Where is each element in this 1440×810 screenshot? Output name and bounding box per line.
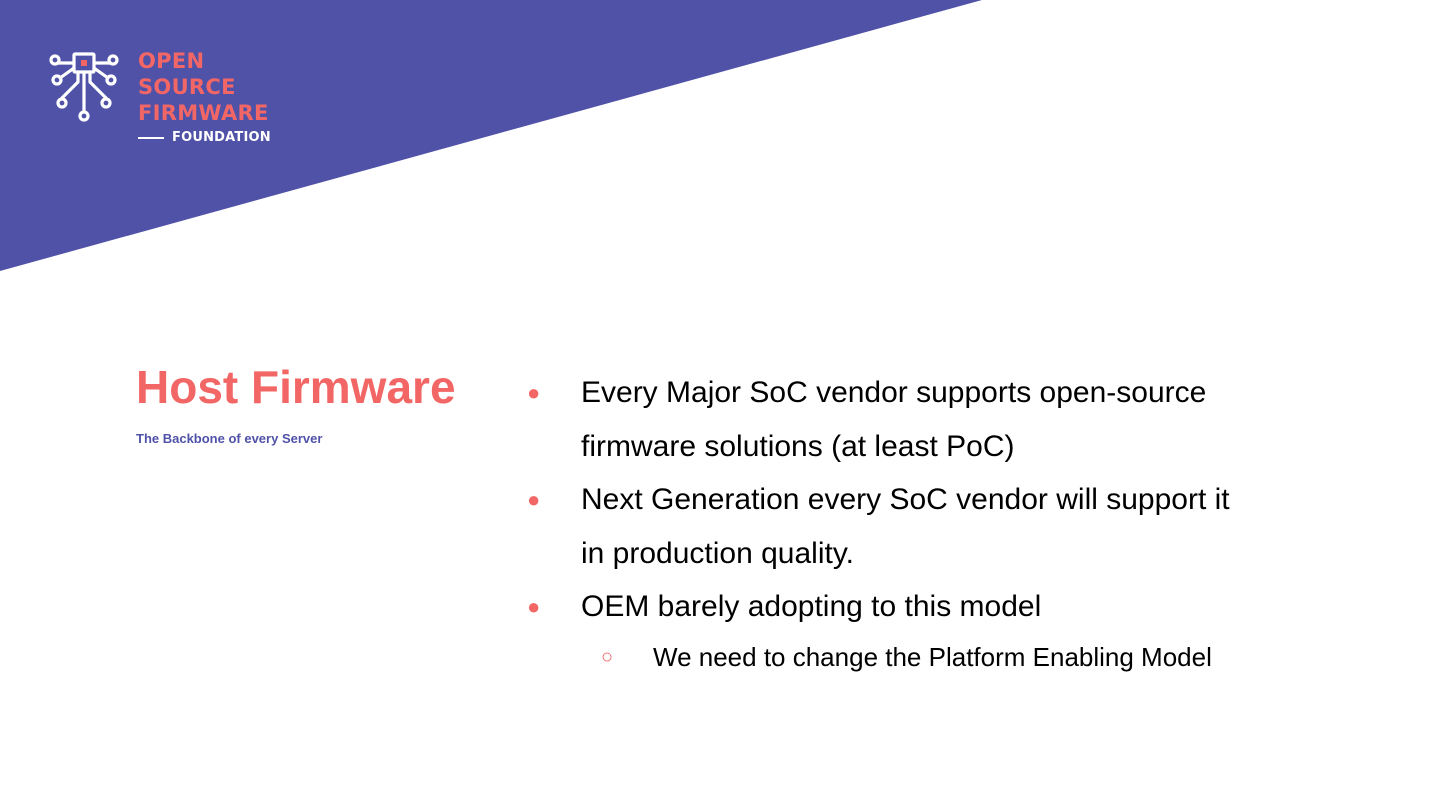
bullet-item: ● Every Major SoC vendor supports open-s… xyxy=(520,366,1260,473)
logo-word: SOURCE xyxy=(138,75,236,99)
logo-word: FIRMWARE xyxy=(138,101,269,125)
bullet-item: ● Next Generation every SoC vendor will … xyxy=(520,473,1260,580)
logo-wordmark: OPEN SOURCE FIRMWARE xyxy=(138,48,269,126)
bullet-circle-icon: ○ xyxy=(601,645,614,668)
sub-bullet-list: ○ We need to change the Platform Enablin… xyxy=(581,634,1260,681)
bullet-text: Every Major SoC vendor supports open-sou… xyxy=(581,376,1207,463)
bullet-text: OEM barely adopting to this model xyxy=(581,590,1042,623)
sub-bullet-item: ○ We need to change the Platform Enablin… xyxy=(581,634,1260,681)
circuit-chip-icon xyxy=(49,52,119,122)
logo-foundation: FOUNDATION xyxy=(138,130,271,145)
slide-title: Host Firmware xyxy=(136,361,456,413)
bullet-dot-icon: ● xyxy=(527,487,541,512)
logo-dash xyxy=(138,136,164,139)
bullet-dot-icon: ● xyxy=(527,594,541,619)
bullet-list: ● Every Major SoC vendor supports open-s… xyxy=(520,366,1260,681)
bullet-dot-icon: ● xyxy=(527,380,541,405)
logo-foundation-label: FOUNDATION xyxy=(172,130,271,145)
sub-bullet-text: We need to change the Platform Enabling … xyxy=(653,641,1212,672)
bullet-text: Next Generation every SoC vendor will su… xyxy=(581,483,1230,570)
slide-subtitle: The Backbone of every Server xyxy=(136,431,323,446)
logo-word: OPEN xyxy=(138,49,205,73)
bullet-item: ● OEM barely adopting to this model ○ We… xyxy=(520,580,1260,681)
